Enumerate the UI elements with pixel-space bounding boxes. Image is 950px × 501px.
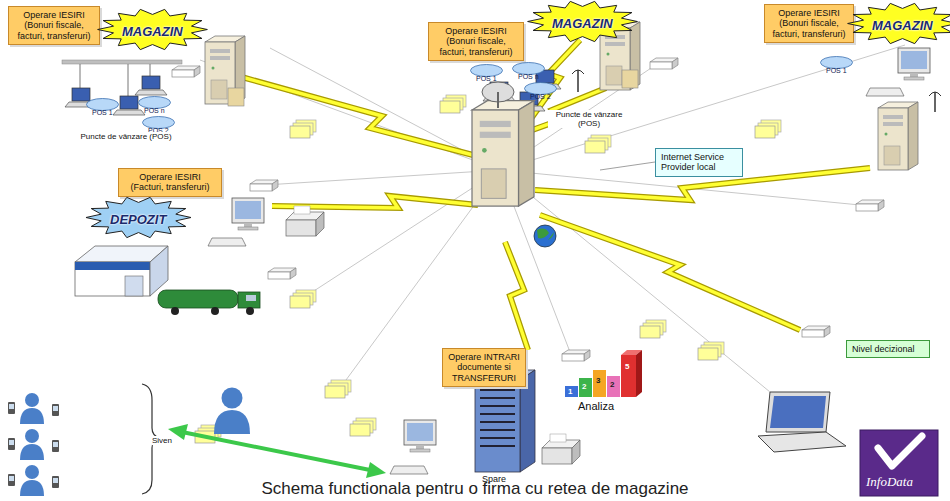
- node-text: Operare IESIRI (Bonuri fiscale, facturi,…: [13, 10, 95, 41]
- pos-ellipse: POS 1: [86, 98, 119, 111]
- pos-ellipse: POS 1: [470, 64, 503, 77]
- node-text: MAGAZIN: [552, 16, 613, 31]
- operation-callout: Operare INTRARI documente si TRANSFERURI: [442, 348, 526, 387]
- bar-value: 3: [596, 376, 600, 385]
- store-starburst: MAGAZIN: [106, 12, 199, 47]
- node-text: POS 1: [92, 109, 113, 116]
- store-starburst: MAGAZIN: [856, 6, 949, 41]
- ellipse-path: [143, 117, 175, 129]
- node-text: Operare INTRARI documente si TRANSFERURI: [447, 352, 521, 383]
- ellipse-path: [139, 97, 171, 109]
- node-text: POS 1: [826, 67, 847, 74]
- ellipse-path: [525, 83, 557, 95]
- node-text: Internet Service Provider local: [661, 152, 737, 173]
- node-text: POS n: [518, 73, 539, 80]
- pos-ellipse: POS 2: [524, 82, 557, 95]
- operation-callout: Operare IESIRI (Bonuri fiscale, facturi,…: [8, 6, 100, 45]
- decision-callout: Nivel decizional: [846, 340, 930, 358]
- node-text: DEPOZIT: [110, 212, 166, 227]
- isp-callout: Internet Service Provider local: [655, 148, 743, 177]
- starburst-path: [528, 1, 638, 41]
- node-text: Nivel decizional: [852, 344, 924, 354]
- operation-callout: Operare IESIRI (Bonuri fiscale, facturi,…: [428, 22, 524, 61]
- bar-value: 5: [625, 362, 629, 371]
- node-text: Operare IESIRI (Bonuri fiscale, facturi,…: [433, 26, 519, 57]
- node-text: POS n: [144, 107, 165, 114]
- starburst-path: [98, 9, 208, 49]
- bar-value: 1: [568, 387, 572, 396]
- depot-starburst: DEPOZIT: [94, 200, 183, 235]
- pos-caption: Puncte de vânzare (POS): [80, 132, 172, 141]
- diagram-caption: Schema functionala pentru o firma cu ret…: [0, 479, 950, 499]
- ellipse-path: [513, 63, 545, 75]
- store-starburst: MAGAZIN: [536, 4, 629, 39]
- node-text: POS 1: [476, 75, 497, 82]
- pos-caption: Puncte de vânzare (POS): [548, 110, 630, 128]
- bar-value: 2: [610, 380, 614, 389]
- starburst-path: [86, 197, 191, 237]
- ellipse-path: [471, 65, 503, 77]
- pos-ellipse: POS n: [138, 96, 171, 109]
- node-text: POS 2: [530, 93, 551, 100]
- node-text: MAGAZIN: [122, 24, 183, 39]
- pos-ellipse: POS 1: [820, 56, 853, 69]
- system-label: Siven: [152, 436, 172, 445]
- node-text: Operare IESIRI (Facturi, transferuri): [123, 172, 217, 193]
- operation-callout: Operare IESIRI (Bonuri fiscale, facturi,…: [764, 4, 854, 43]
- node-text: MAGAZIN: [872, 18, 933, 33]
- pos-ellipse: POS n: [512, 62, 545, 75]
- bar-value: 2: [582, 382, 586, 391]
- starburst-path: [848, 3, 950, 43]
- analysis-label: Analiza: [578, 400, 614, 413]
- ellipse-path: [821, 57, 853, 69]
- logo-text: InfoData: [866, 475, 913, 490]
- pos-ellipse: POS 2: [142, 116, 175, 129]
- ellipse-path: [87, 99, 119, 111]
- operation-callout: Operare IESIRI (Facturi, transferuri): [118, 168, 222, 197]
- node-text: Operare IESIRI (Bonuri fiscale, facturi,…: [769, 8, 849, 39]
